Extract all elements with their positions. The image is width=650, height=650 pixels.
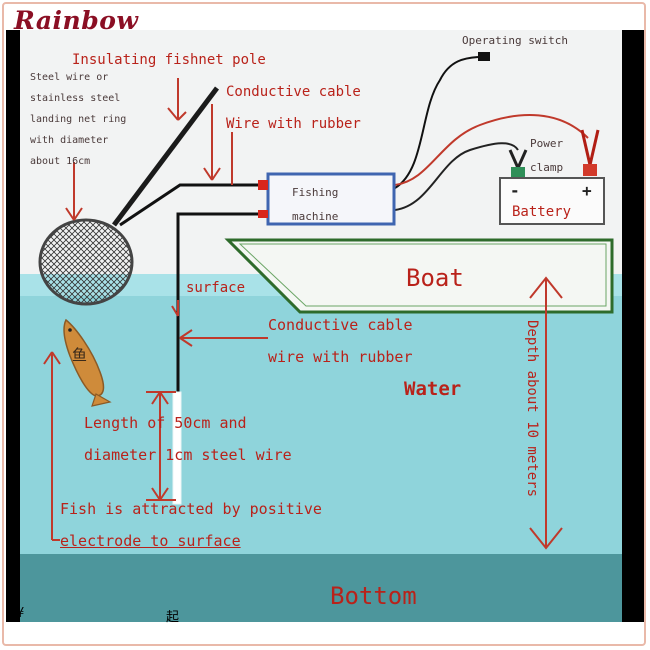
fish-icon <box>63 318 112 407</box>
net-note-line-5: about 16cm <box>30 156 91 167</box>
length-label-2: diameter 1cm steel wire <box>84 446 292 464</box>
right-black-bar <box>622 30 644 622</box>
length-label-1: Length of 50cm and <box>84 414 247 432</box>
footer-strip <box>6 622 644 642</box>
wire-rubber-mid-label: wire with rubber <box>268 348 413 366</box>
boat-outline <box>224 238 614 314</box>
attract-label-2: electrode to surface <box>60 532 241 550</box>
machine-negative-terminal <box>258 210 268 218</box>
black-power-wire <box>394 142 519 211</box>
battery-plus-sign: + <box>582 181 592 200</box>
operating-switch-label: Operating switch <box>462 34 568 47</box>
annotation-arrows <box>43 78 563 550</box>
left-black-bar <box>6 30 20 622</box>
bottom-region <box>20 554 622 622</box>
fishnet-pole <box>112 86 219 227</box>
fishing-machine-box <box>266 172 396 226</box>
operating-switch-icon <box>478 52 490 61</box>
boat-label: Boat <box>406 264 464 292</box>
landing-net-ring <box>38 218 134 306</box>
brand-name: Rainbow <box>14 6 139 35</box>
footer-yen-symbol: ¥ <box>16 606 25 621</box>
wire-rubber-top-label: Wire with rubber <box>226 116 361 132</box>
conductive-cable-mid-label: Conductive cable <box>268 316 413 334</box>
power-clamp-label-1: Power <box>530 137 564 150</box>
battery-box <box>499 177 605 225</box>
machine-positive-terminal <box>258 180 268 190</box>
depth-label: Depth about 10 meters <box>524 320 540 498</box>
positive-clamp-icon <box>580 129 600 176</box>
electrode-cable <box>176 212 258 392</box>
water-region <box>20 274 622 554</box>
attract-label-1: Fish is attracted by positive <box>60 500 322 518</box>
fish-character: 鱼 <box>72 346 88 364</box>
battery-minus-sign: - <box>510 181 520 200</box>
pole-label: Insulating fishnet pole <box>72 52 266 68</box>
net-note-line-3: landing net ring <box>30 114 127 125</box>
net-note-line-4: with diameter <box>30 135 109 146</box>
footer-qi-character: 起 <box>166 610 180 625</box>
surface-label: surface <box>186 280 246 296</box>
fishing-machine-label-2: machine <box>292 210 339 223</box>
fishing-machine-label-1: Fishing <box>292 186 339 199</box>
water-label: Water <box>404 378 462 400</box>
red-power-wire <box>394 114 589 186</box>
negative-clamp-icon <box>508 149 528 177</box>
steel-wire-electrode <box>172 391 182 505</box>
net-note-line-1: Steel wire or <box>30 72 109 83</box>
conductive-cable-top-label: Conductive cable <box>226 84 361 100</box>
bottom-label: Bottom <box>330 582 417 610</box>
switch-cable <box>394 56 479 189</box>
power-clamp-label-2: clamp <box>530 161 564 174</box>
net-note-line-2: stainless steel <box>30 93 121 104</box>
battery-label: Battery <box>512 204 572 220</box>
